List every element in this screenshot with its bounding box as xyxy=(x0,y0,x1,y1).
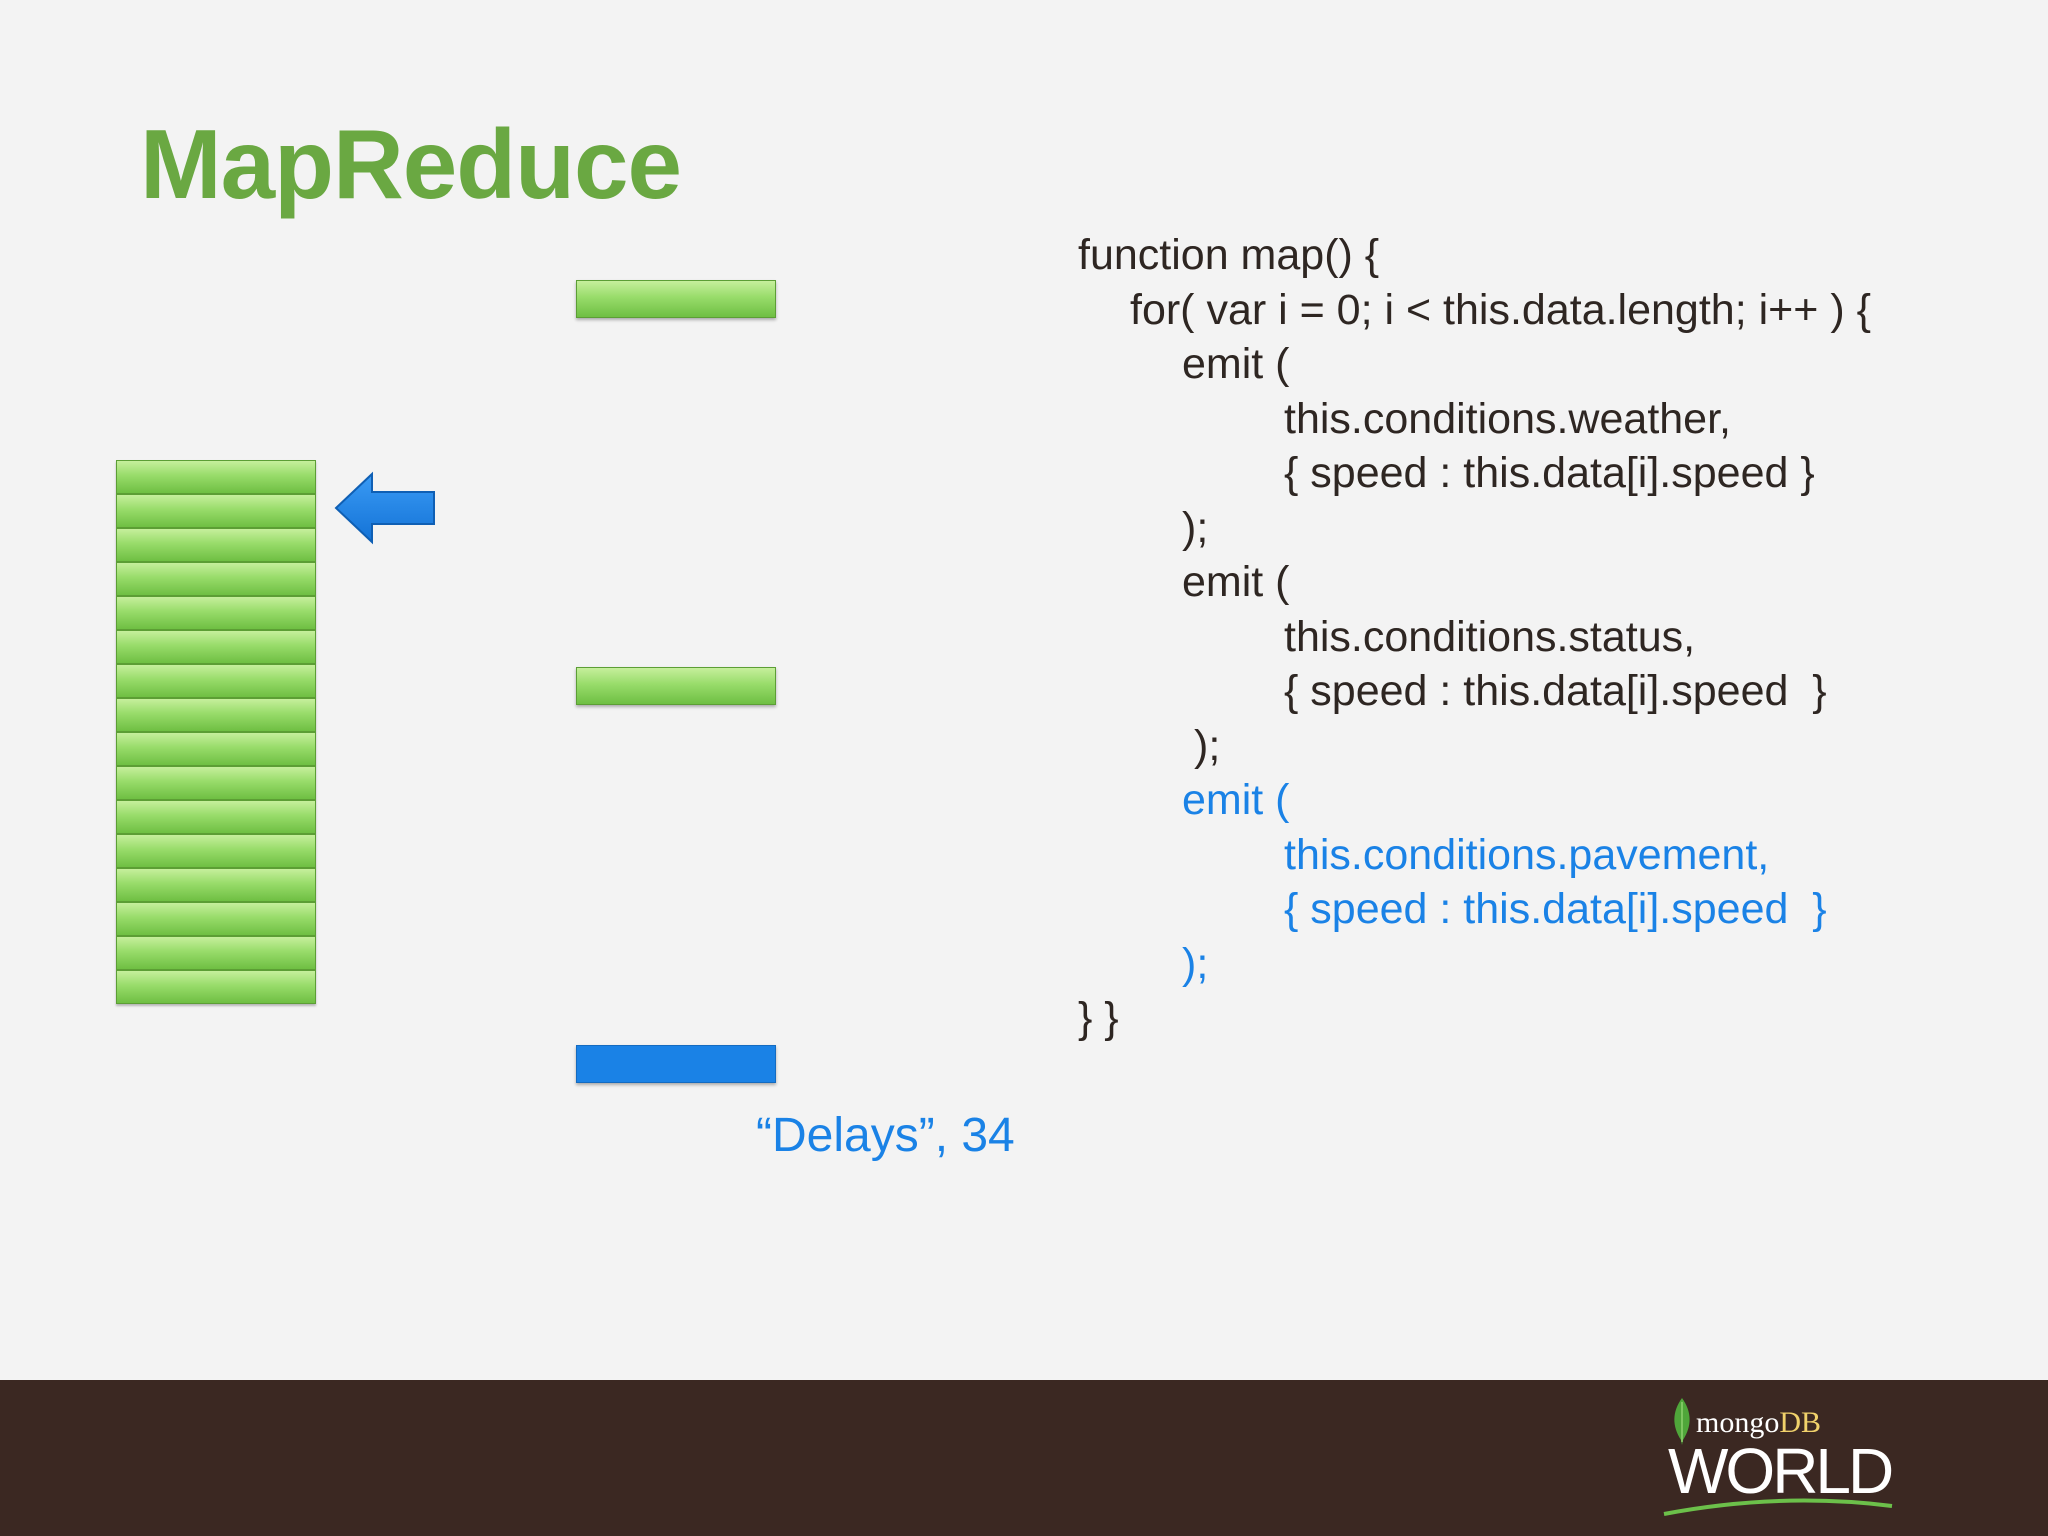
emit-group-pavement xyxy=(576,1045,776,1083)
code-line: ); xyxy=(1194,721,1221,770)
leaf-icon xyxy=(1674,1398,1690,1445)
result-label: “Delays”, 34 xyxy=(756,1109,1015,1162)
code-line: this.conditions.pavement, xyxy=(1284,830,1770,879)
document-bar xyxy=(116,800,316,834)
document-bar xyxy=(116,902,316,936)
arrow-left-icon xyxy=(334,471,435,545)
document-bar xyxy=(116,630,316,664)
document-bar xyxy=(116,528,316,562)
document-stack xyxy=(116,460,316,1004)
code-line: { speed : this.data[i].speed } xyxy=(1284,449,1815,497)
code-line: function map() { xyxy=(1078,231,1380,279)
logo-brand: mongoDB xyxy=(1696,1406,1821,1440)
document-bar xyxy=(116,664,316,698)
code-line: ); xyxy=(1182,939,1209,988)
document-bar xyxy=(116,970,316,1004)
document-bar xyxy=(116,868,316,902)
code-line: emit ( xyxy=(1182,340,1290,388)
code-line: ); xyxy=(1182,503,1209,552)
document-bar xyxy=(116,596,316,630)
code-line: emit ( xyxy=(1182,776,1290,824)
mongodb-world-logo: mongoDB WORLD xyxy=(1660,1392,1900,1522)
logo-swoosh xyxy=(1663,1498,1893,1516)
document-bar xyxy=(116,936,316,970)
code-line: { speed : this.data[i].speed } xyxy=(1284,667,1827,715)
logo-event: WORLD xyxy=(1668,1435,1894,1507)
document-bar xyxy=(116,732,316,766)
emit-group-weather xyxy=(576,280,776,318)
slide-title: MapReduce xyxy=(140,109,682,219)
footer-bar xyxy=(0,1380,2048,1536)
document-bar xyxy=(116,698,316,732)
document-bar xyxy=(116,460,316,494)
code-line: this.conditions.status, xyxy=(1284,612,1696,661)
code-line: this.conditions.weather, xyxy=(1284,394,1731,443)
document-bar xyxy=(116,562,316,596)
document-bar xyxy=(116,834,316,868)
code-line: for( var i = 0; i < this.data.length; i+… xyxy=(1130,285,1871,334)
code-line: emit ( xyxy=(1182,558,1290,606)
code-listing: function map() { for( var i = 0; i < this… xyxy=(1078,228,1871,1046)
emit-group-status xyxy=(576,667,776,705)
document-bar xyxy=(116,494,316,528)
logo-brand-db: DB xyxy=(1779,1406,1822,1439)
logo-brand-mongo: mongo xyxy=(1696,1406,1780,1439)
code-line: { speed : this.data[i].speed } xyxy=(1284,885,1827,933)
document-bar xyxy=(116,766,316,800)
code-line: } } xyxy=(1078,994,1119,1042)
